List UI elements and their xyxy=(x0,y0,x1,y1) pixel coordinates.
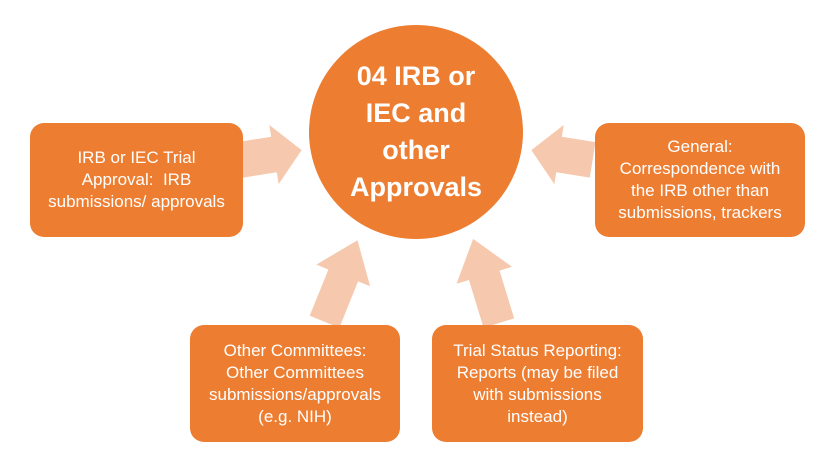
box-other-committees: Other Committees: Other Committees submi… xyxy=(190,325,400,442)
arrow-left-box-to-center-icon xyxy=(237,124,302,185)
center-node-label: 04 IRB or IEC and other Approvals xyxy=(349,61,483,202)
box-trial-status-reporting: Trial Status Reporting: Reports (may be … xyxy=(432,325,643,442)
box-general-correspondence: General: Correspondence with the IRB oth… xyxy=(595,123,805,237)
arrow-right-box-to-center-icon xyxy=(531,124,596,185)
box-other-committees-label: Other Committees: Other Committees submi… xyxy=(209,340,381,426)
arrow-bottom-left-box-to-center-icon xyxy=(309,240,371,328)
box-irb-iec-trial-approval-label: IRB or IEC Trial Approval: IRB submissio… xyxy=(48,148,225,211)
center-node-irb-iec-approvals: 04 IRB or IEC and other Approvals xyxy=(309,25,523,239)
box-trial-status-reporting-label: Trial Status Reporting: Reports (may be … xyxy=(453,340,622,426)
box-general-correspondence-label: General: Correspondence with the IRB oth… xyxy=(618,137,782,222)
arrow-bottom-right-box-to-center-icon xyxy=(456,238,515,328)
box-irb-iec-trial-approval: IRB or IEC Trial Approval: IRB submissio… xyxy=(30,123,243,237)
